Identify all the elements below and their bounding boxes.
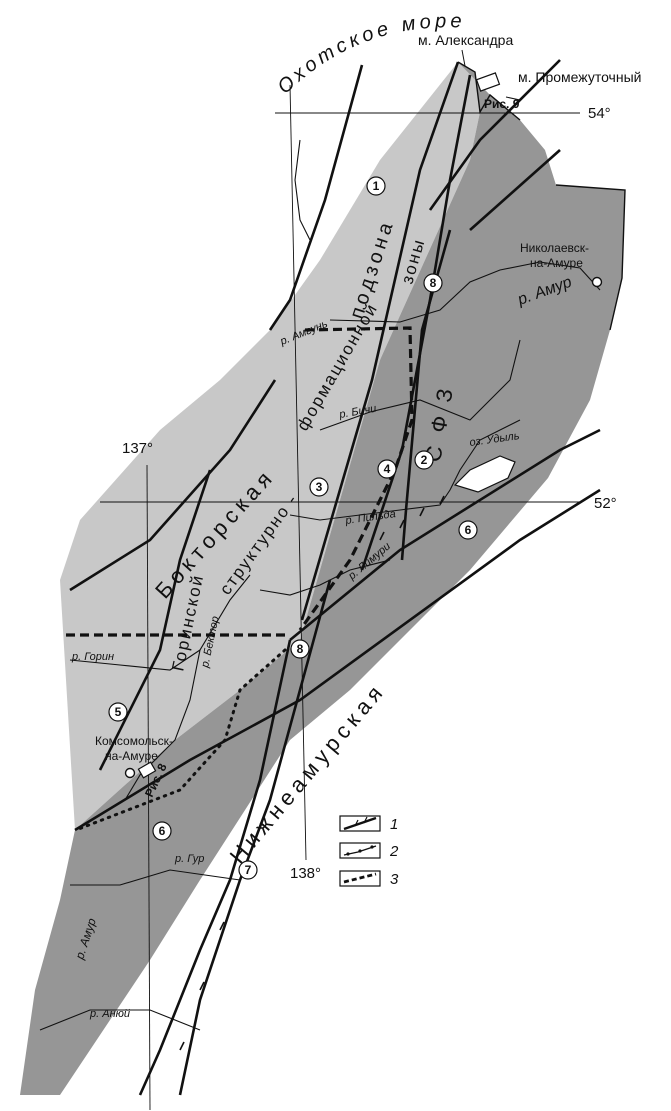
dark-zone-area [20,62,625,1095]
map-legend: 1 2 3 [339,815,399,888]
fault-marker-5: 5 [108,702,128,722]
komsomolsk-label-1: Комсомольск- [95,734,173,748]
fault-marker-8-north: 8 [423,273,443,293]
river-anyui: р. Анюй [89,1008,130,1020]
river-gur: р. Гур [174,853,204,865]
svg-text:7: 7 [245,863,252,877]
fault-marker-7: 7 [238,860,258,880]
svg-text:8: 8 [297,642,304,656]
fault-marker-3: 3 [309,477,329,497]
river-gorin: р. Горин [71,651,114,663]
lon-137-label: 137° [122,440,153,457]
leader-lines [461,49,521,101]
lake-udyl [453,455,516,493]
komsomolsk-label-2: на-Амуре [105,749,158,763]
svg-text:6: 6 [159,824,166,838]
fault-marker-1: 1 [366,176,386,196]
nikolaevsk-label-2: на-Амуре [530,256,583,270]
legend-item-2: 2 [339,842,399,860]
fault-marker-2: 2 [414,450,434,470]
lat-54-label: 54° [588,105,611,122]
svg-text:8: 8 [430,276,437,290]
cape-alexandra-label: м. Александра [418,32,513,48]
fig8-box [137,761,157,779]
svg-text:2: 2 [421,453,428,467]
komsomolsk-city-marker [124,767,136,779]
svg-text:1: 1 [390,816,398,833]
svg-text:3: 3 [316,480,323,494]
lon-138-label: 138° [290,865,321,882]
lat-52-label: 52° [594,495,617,512]
dotted-boundary [74,648,287,832]
cape-promezhutochny-label: м. Промежуточный [518,69,641,85]
svg-text:3: 3 [390,871,399,888]
coordinate-grid [100,84,580,1111]
dashed-boundaries [66,326,414,637]
nikolaevsk-label-1: Николаевск- [520,241,589,255]
fault-marker-4: 4 [377,459,397,479]
fault-marker-6-east: 6 [458,520,478,540]
legend-item-1: 1 [339,815,398,833]
light-zone-area [60,62,480,830]
svg-text:1: 1 [373,179,380,193]
coastline [457,61,626,331]
svg-text:2: 2 [389,843,399,860]
svg-text:5: 5 [115,705,122,719]
fault-marker-6-west: 6 [152,821,172,841]
nikolaevsk-city-marker [591,276,603,288]
legend-item-3: 3 [339,870,399,888]
fault-marker-8-south: 8 [290,639,310,659]
rivers [39,139,601,1031]
fig9-box [475,72,501,92]
fig9-label: Рис. 9 [484,97,520,111]
svg-text:4: 4 [384,462,391,476]
fault-hatch [179,495,445,1051]
svg-text:6: 6 [465,523,472,537]
sea-label: Охотское море [273,10,466,98]
